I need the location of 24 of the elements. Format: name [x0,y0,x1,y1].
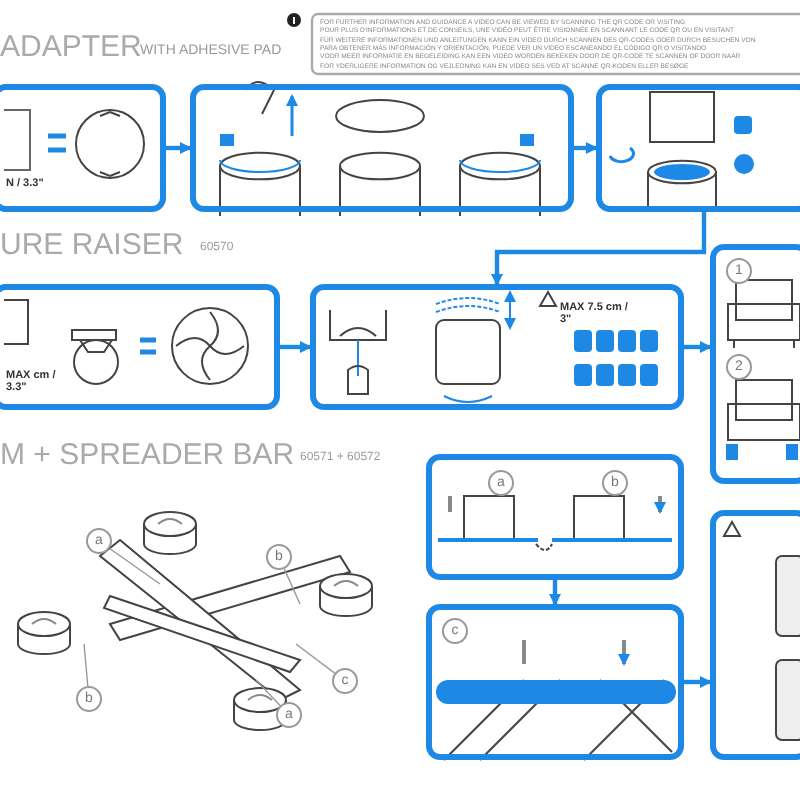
leader-line [255,679,281,707]
step-panel [0,284,280,410]
leader-line [83,643,89,687]
section-title: URE RAISER [0,230,184,260]
step-panel [190,84,574,212]
section-title: M + SPREADER BAR [0,440,295,470]
arrow [684,341,712,353]
arrow [166,142,192,154]
step-panel [710,510,800,760]
arrow [280,341,312,353]
step-panel [426,454,684,580]
step-panel [596,84,800,212]
leader-line [295,643,336,674]
step-panel [0,84,166,212]
section-title: ADAPTER [0,32,142,62]
leader-line [108,547,161,585]
leader-line [283,568,301,605]
step-panel [310,284,684,410]
arrow [574,142,598,154]
arrow [549,580,561,606]
arrow [684,676,712,688]
step-panel [426,604,684,760]
arrow [491,212,707,286]
step-panel [710,244,800,484]
